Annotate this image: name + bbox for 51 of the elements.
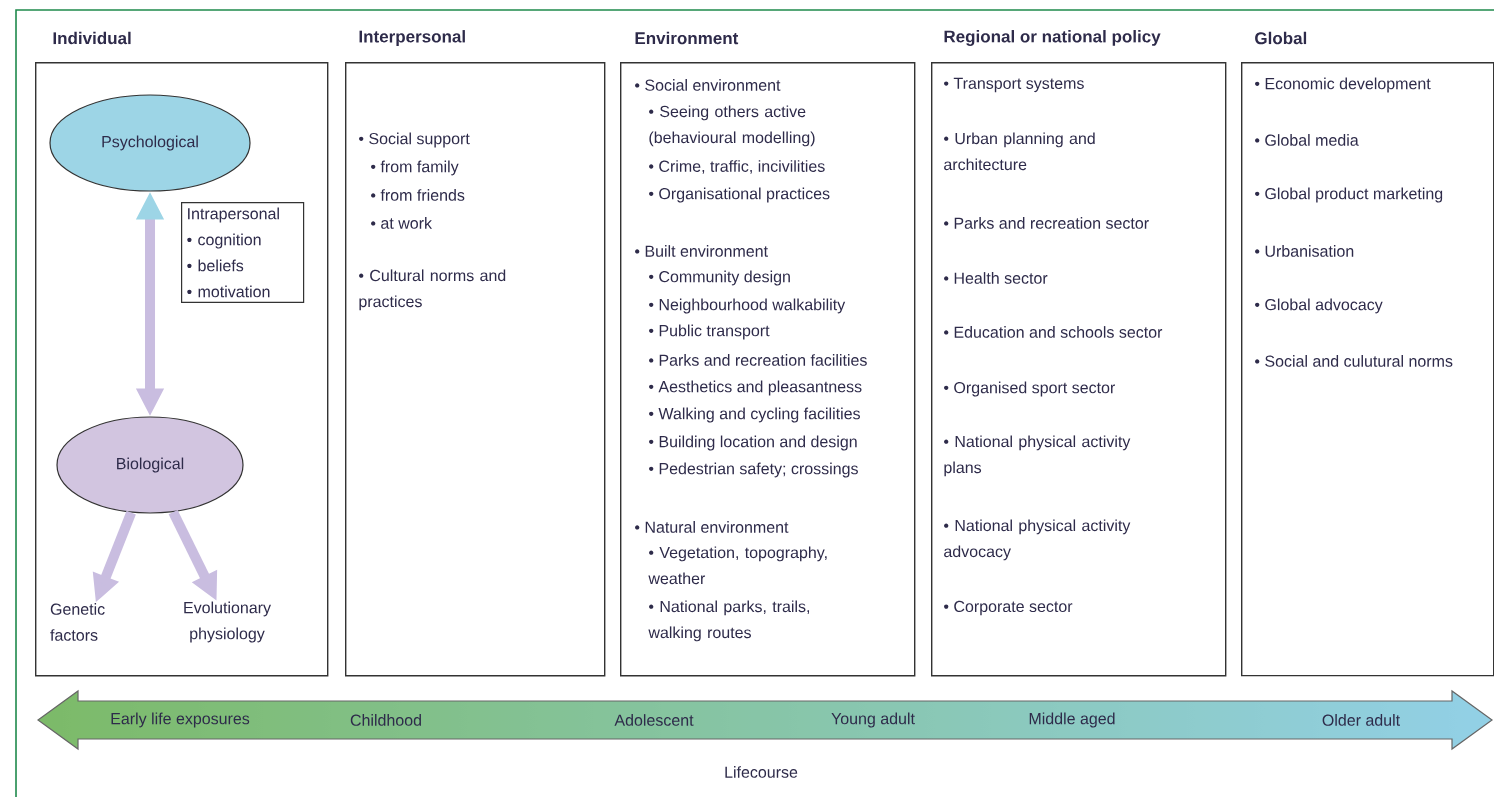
stage-label: Adolescent: [614, 714, 694, 726]
column-heading: Global: [1255, 31, 1307, 45]
text-box: Intrapersonal • cognition • beliefs • motivation: [181, 202, 305, 303]
bullet-item: • Organised sport sector: [944, 381, 1115, 397]
bullet-item: • Global media: [1255, 134, 1359, 146]
bullet-item: • Urban planning and architecture: [944, 132, 1095, 171]
bullet-item: • Social support: [359, 132, 470, 148]
bullet-item: • National parks, trails, walking routes: [648, 600, 810, 642]
stage-label: Older adult: [1322, 714, 1400, 726]
bullet-item: • Neighbourhood walkability: [649, 298, 846, 314]
bullet-item: • Pedestrian safety; crossings: [649, 462, 858, 478]
column-heading: Regional or national policy: [944, 30, 1161, 46]
bullet-item: • Parks and recreation sector: [944, 217, 1149, 229]
bullet-item: • Vegetation, topography, weather: [648, 546, 827, 585]
bullet-item: • Organisational practices: [649, 187, 830, 203]
bullet-item: • Transport systems: [944, 77, 1084, 93]
bullet-item: • Economic development: [1255, 77, 1431, 93]
bullet-item: • Building location and design: [649, 435, 857, 451]
stage-label: Childhood: [350, 714, 421, 726]
bullet-item: • Global advocacy: [1255, 298, 1383, 314]
column-heading: Individual: [53, 31, 131, 45]
caption-text: Genetic factors: [50, 603, 105, 641]
caption-text: Evolutionary physiology: [184, 601, 271, 643]
bullet-item: • from family: [371, 160, 459, 176]
bullet-item: • Community design: [649, 270, 790, 286]
bullet-item: • Education and schools sector: [944, 326, 1163, 338]
bullet-item: • Seeing others active (behavioural modelling): [649, 105, 815, 147]
bullet-item: • Built environment: [635, 245, 768, 257]
bullet-item: • Walking and cycling facilities: [649, 407, 860, 423]
stage-label: Early life exposures: [111, 712, 250, 728]
bullet-item: • National physical activity plans: [944, 435, 1131, 477]
bullet-item: • Aesthetics and pleasantness: [649, 380, 862, 396]
bullet-item: • Cultural norms and practices: [359, 269, 506, 311]
bullet-item: • Public transport: [649, 324, 770, 340]
bullet-item: • Parks and recreation facilities: [649, 354, 867, 366]
bullet-item: • Corporate sector: [944, 600, 1073, 616]
bullet-item: • Crime, traffic, incivilities: [649, 160, 825, 174]
bullet-item: • at work: [371, 217, 433, 229]
column-heading: Environment: [635, 31, 739, 45]
bullet-item: • Urbanisation: [1255, 245, 1354, 257]
bullet-item: • National physical activity advocacy: [944, 519, 1131, 561]
bullet-item: • Global product marketing: [1255, 187, 1443, 203]
column-heading: Interpersonal: [359, 30, 465, 46]
stage-label: Middle aged: [1029, 712, 1115, 728]
axis-caption: Lifecourse: [725, 766, 798, 778]
bullet-item: • Health sector: [944, 272, 1048, 284]
stage-label: Young adult: [831, 712, 915, 728]
bullet-item: • from friends: [371, 189, 465, 201]
bullet-item: • Social and culutural norms: [1255, 355, 1453, 367]
bullet-item: • Natural environment: [635, 521, 789, 533]
bullet-item: • Social environment: [635, 79, 781, 91]
